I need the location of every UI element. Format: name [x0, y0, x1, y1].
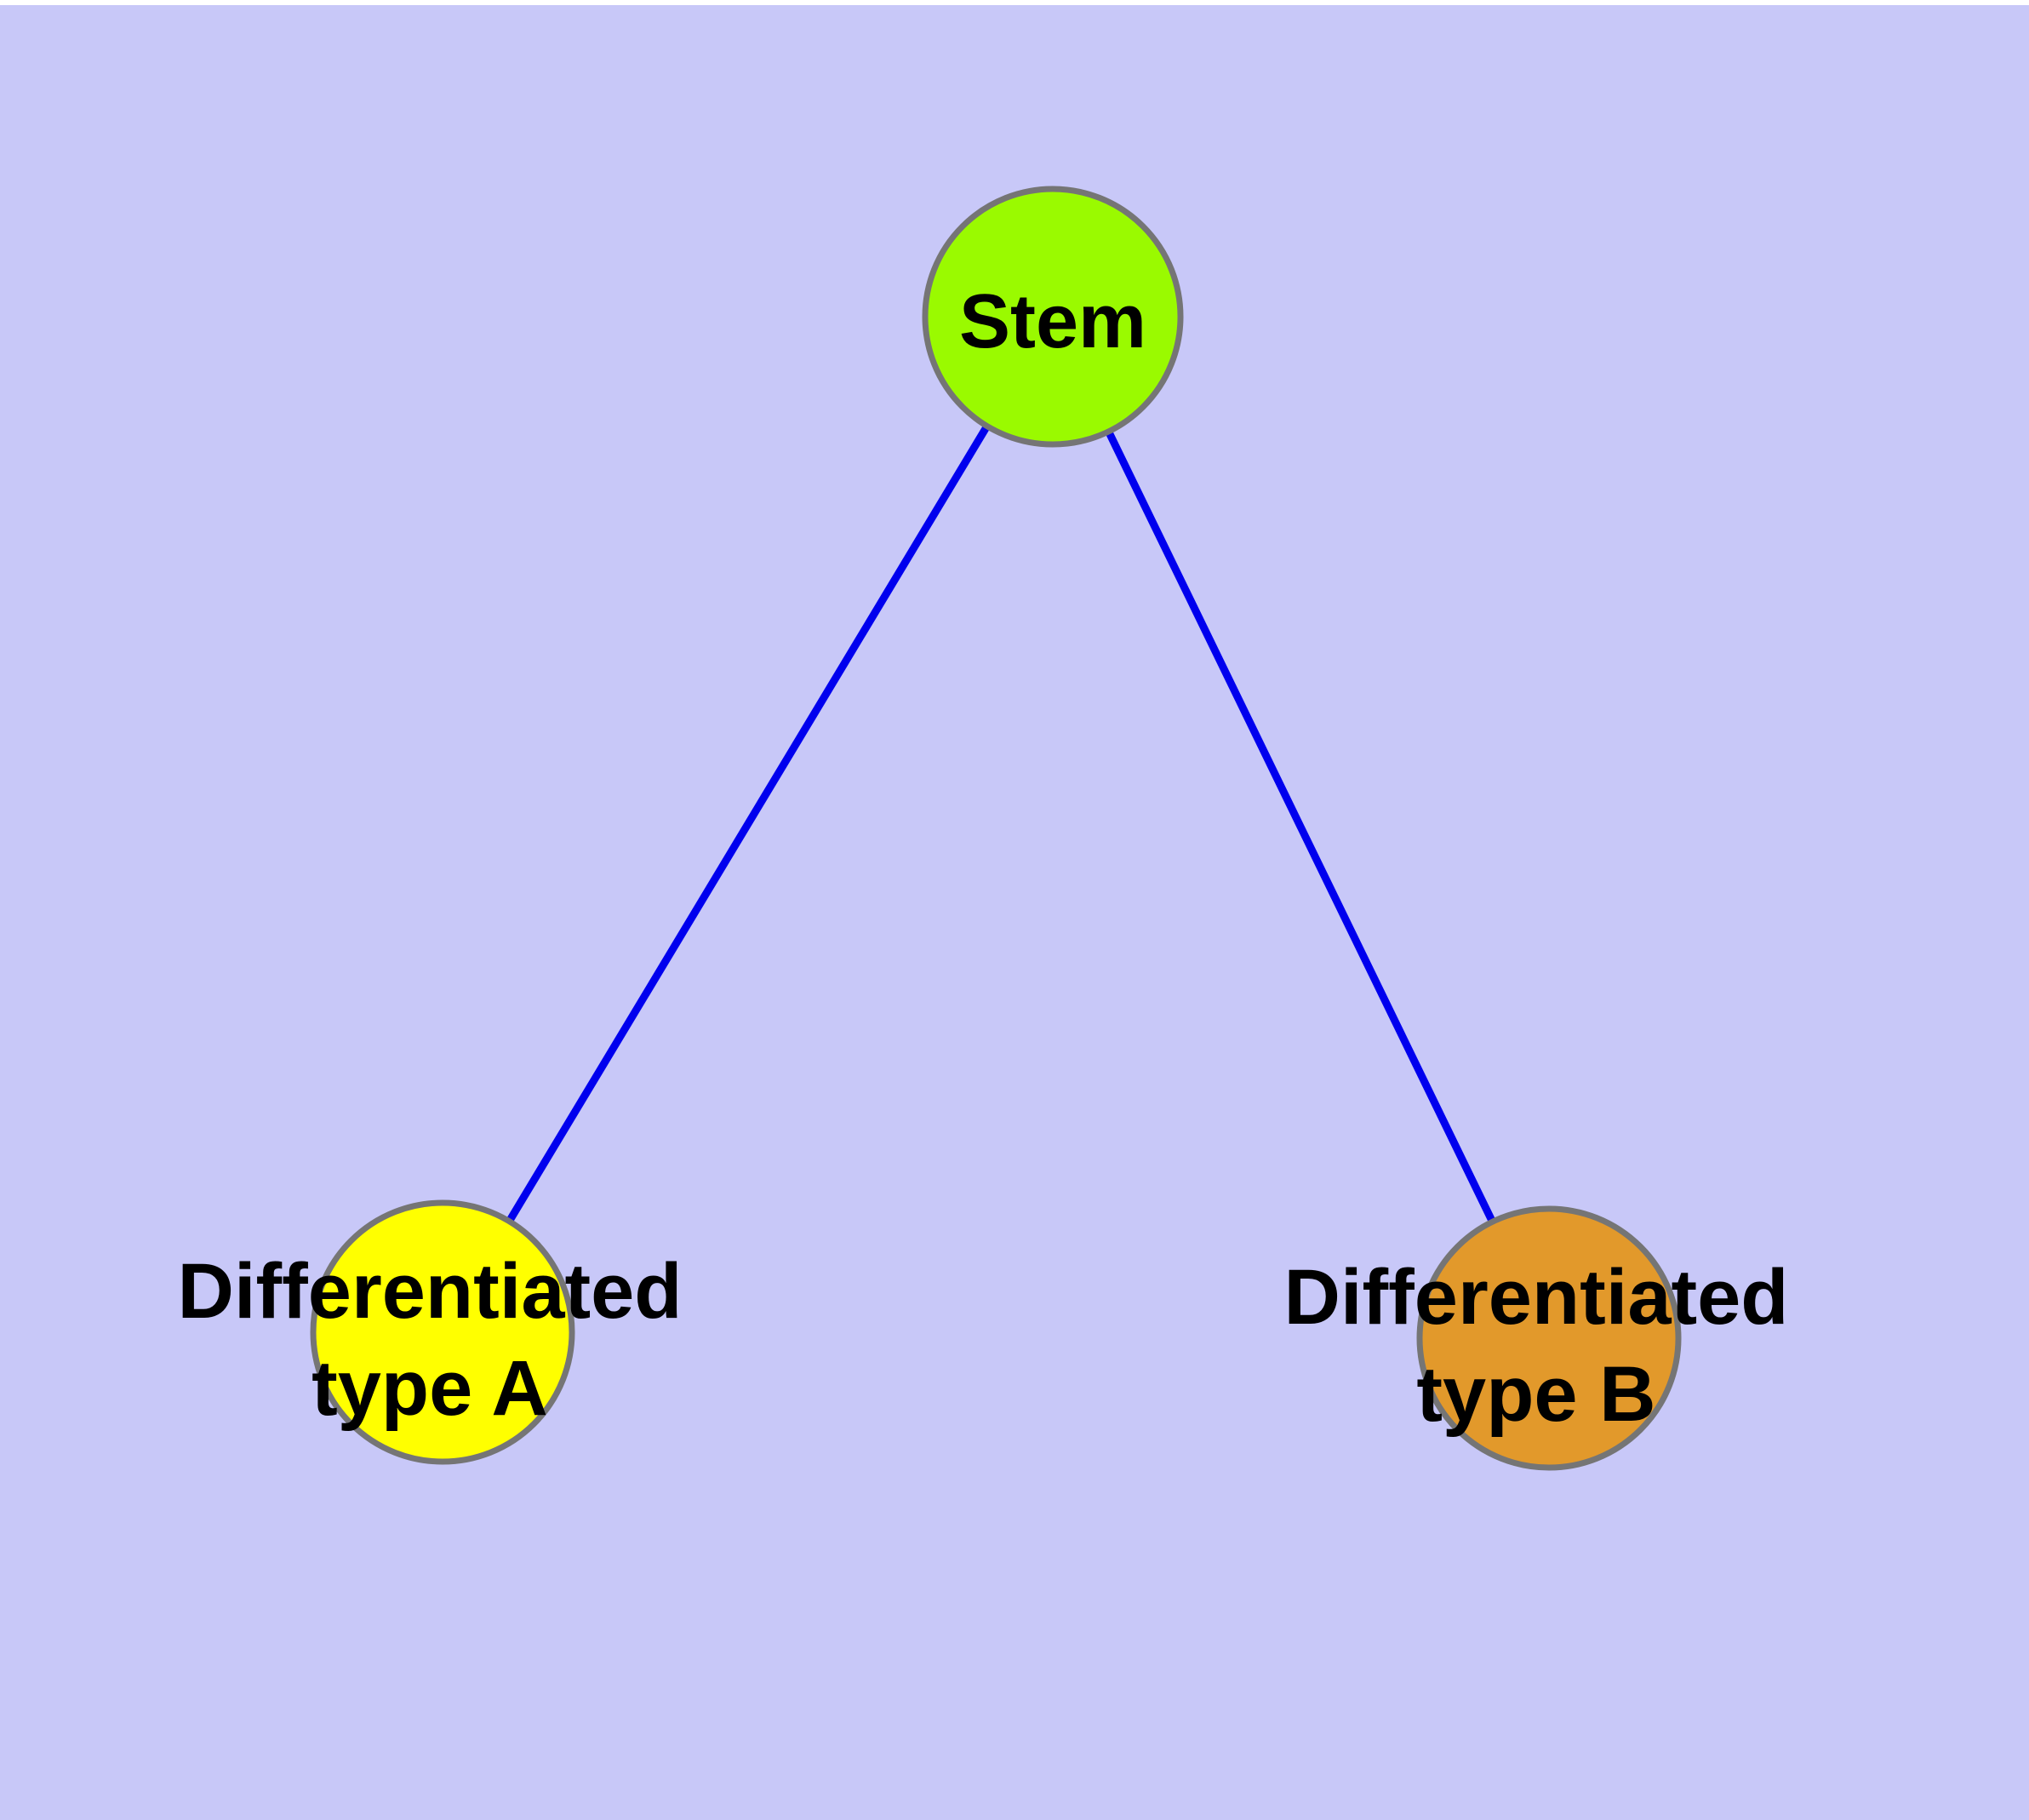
node-type-b-label-line1: Differentiated	[1284, 1254, 1789, 1341]
node-differentiated-type-a: Differentiated type A	[178, 1199, 683, 1465]
node-stem: Stem	[922, 186, 1184, 448]
node-type-b-circle	[1416, 1205, 1682, 1471]
node-type-b-label-line2: type B	[1416, 1351, 1655, 1438]
node-stem-circle	[922, 186, 1184, 448]
edge-stem-to-type-b	[1049, 315, 1553, 1340]
node-stem-label: Stem	[959, 279, 1146, 364]
node-type-a-label-line2: type A	[311, 1345, 548, 1432]
node-differentiated-type-b: Differentiated type B	[1284, 1205, 1789, 1471]
edge-stem-to-type-a	[439, 314, 1056, 1335]
node-type-a-circle	[310, 1199, 575, 1465]
node-type-a-label-line1: Differentiated	[178, 1248, 683, 1335]
